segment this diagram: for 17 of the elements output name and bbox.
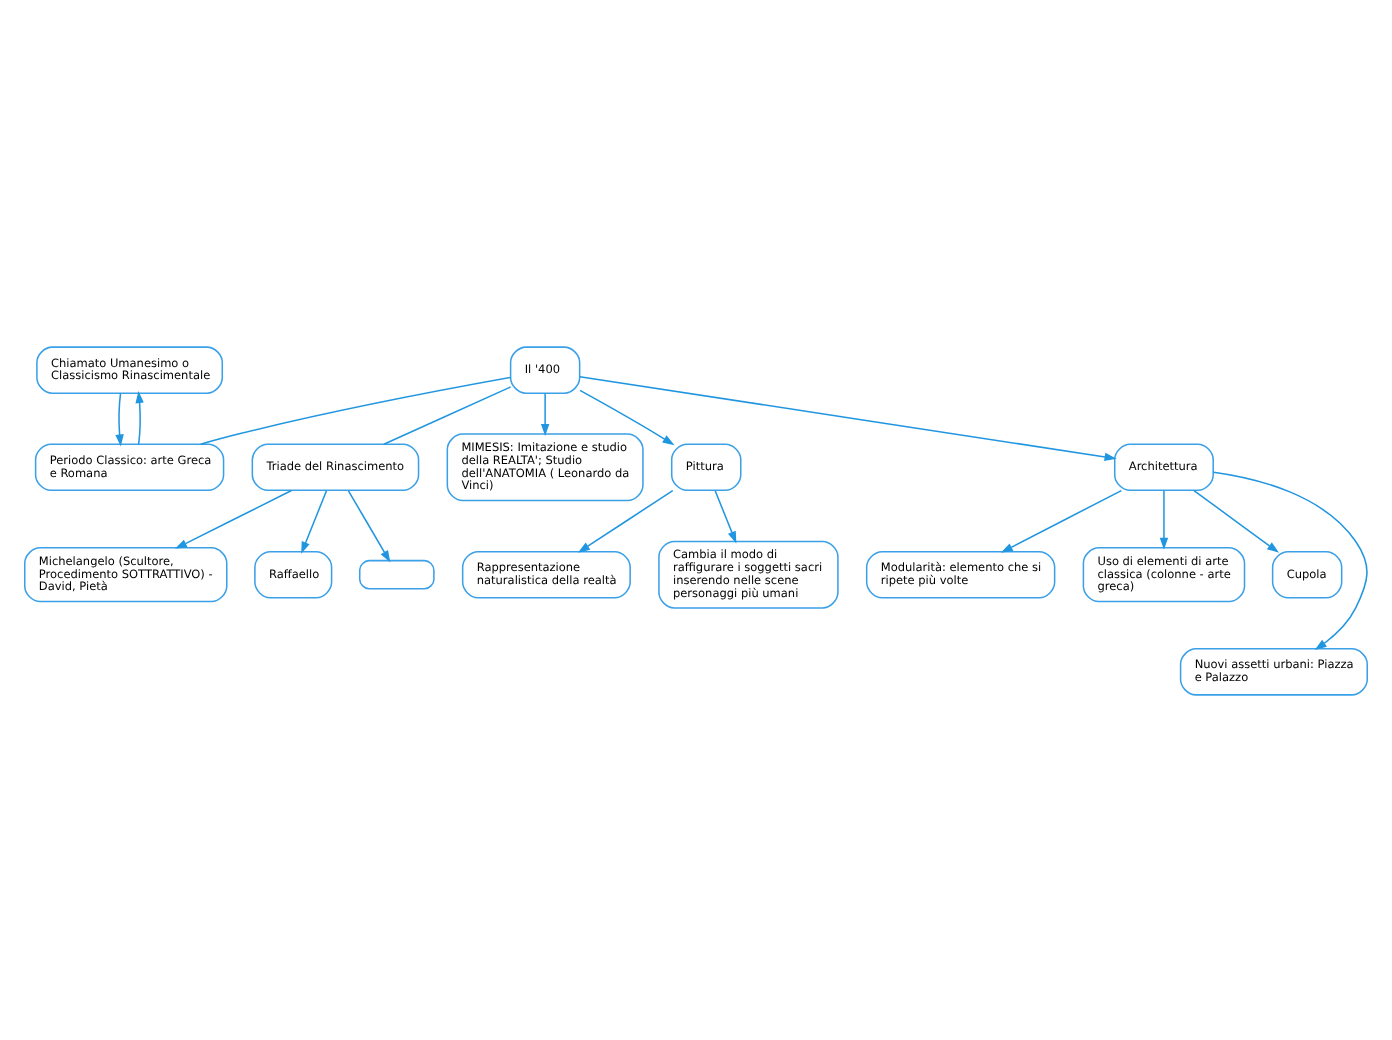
arrow (115, 391, 124, 446)
arrow (714, 489, 737, 543)
arrow (1159, 489, 1169, 549)
arrow (1000, 488, 1123, 552)
arrow (301, 489, 328, 553)
arrow (174, 488, 293, 548)
arrow (1212, 470, 1368, 650)
arrow (577, 488, 674, 552)
connector (383, 385, 512, 444)
arrow (135, 390, 144, 444)
node-box (358, 558, 435, 589)
arrow (347, 489, 391, 562)
arrow (578, 374, 1117, 461)
arrow (1193, 488, 1280, 552)
arrow (579, 388, 675, 445)
connector (199, 375, 512, 444)
arrow (540, 391, 550, 436)
